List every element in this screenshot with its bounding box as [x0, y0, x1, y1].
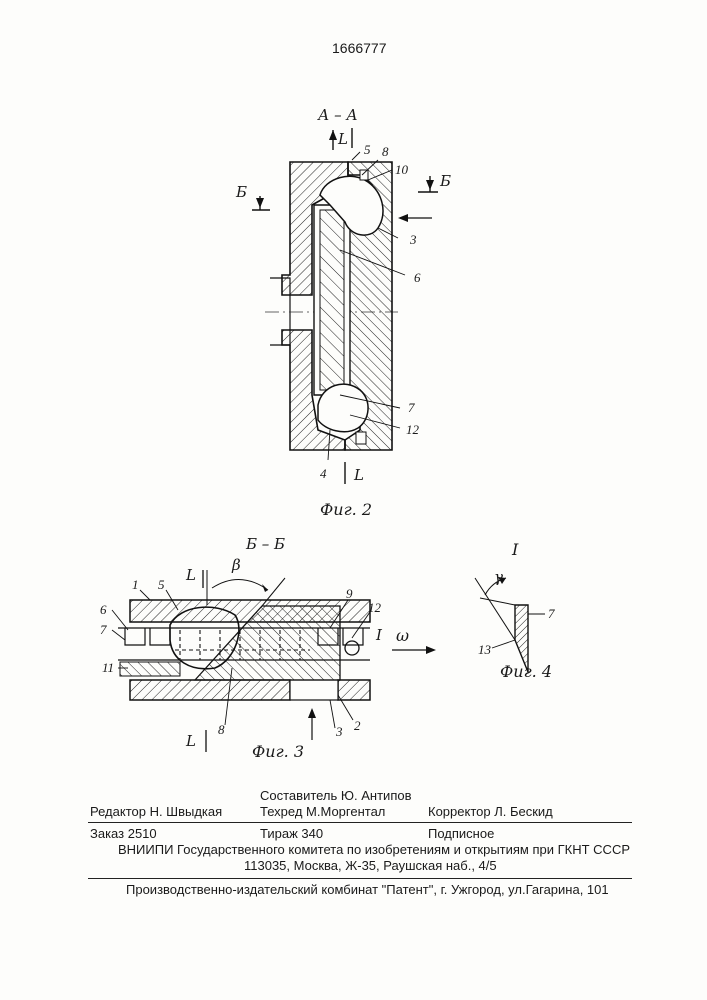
fig4-detail-label: I — [512, 540, 518, 559]
footer-techred: Техред М.Моргентал — [260, 804, 385, 819]
footer-circulation: Тираж 340 — [260, 826, 323, 841]
footer-corrector: Корректор Л. Бескид — [428, 804, 553, 819]
footer-editor: Редактор Н. Швыдкая — [90, 804, 222, 819]
footer-rule-2 — [88, 878, 632, 879]
footer-compiler: Составитель Ю. Антипов — [260, 788, 412, 803]
footer-subscription: Подписное — [428, 826, 494, 841]
footer-address: 113035, Москва, Ж-35, Раушская наб., 4/5 — [244, 858, 497, 873]
fig4-angle-gamma: γ — [494, 568, 503, 586]
footer-order: Заказ 2510 — [90, 826, 157, 841]
footer-rule-1 — [88, 822, 632, 823]
footer-institute: ВНИИПИ Государственного комитета по изоб… — [118, 842, 630, 857]
fig4-callout-13: 13 — [478, 642, 491, 658]
footer-publisher: Производственно-издательский комбинат "П… — [126, 882, 609, 897]
fig4-caption: Фиг. 4 — [500, 662, 552, 681]
fig4-callout-7: 7 — [548, 606, 555, 622]
